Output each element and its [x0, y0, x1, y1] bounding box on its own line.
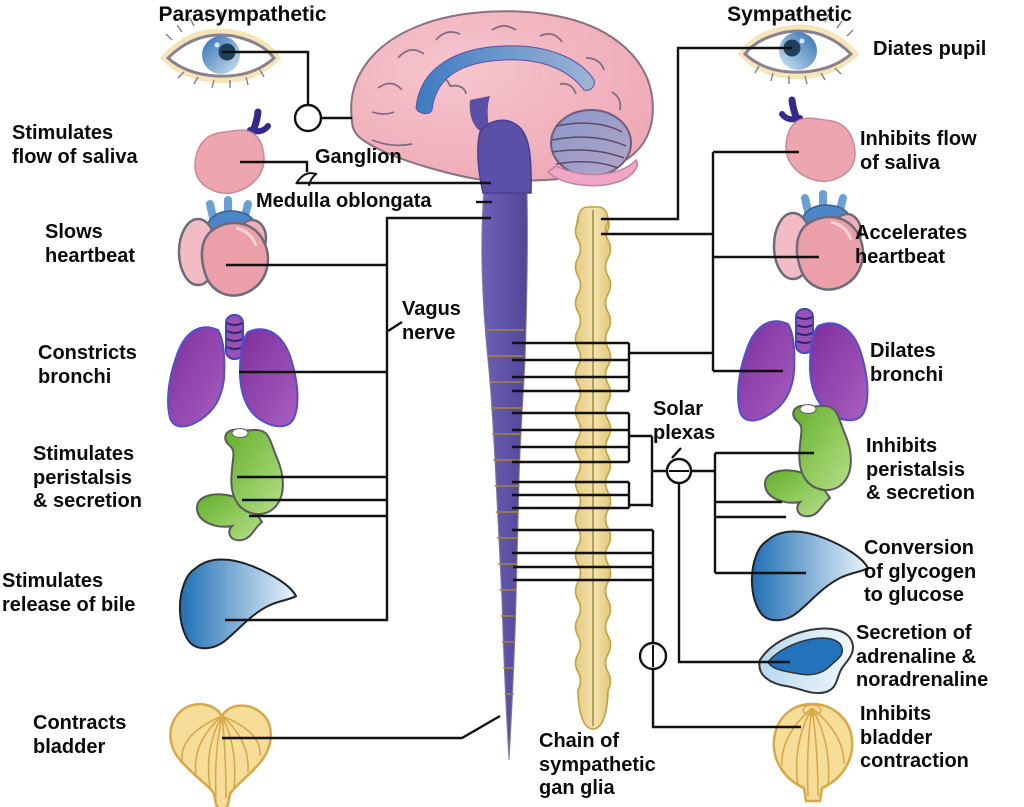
- medulla-oblongata-shape: [546, 158, 638, 187]
- label-inhibits-saliva: Inhibits flow of saliva: [860, 128, 977, 174]
- heart-left-icon: [177, 196, 270, 297]
- label-vagus-nerve: Vagus nerve: [402, 298, 461, 344]
- eye-left-icon: [160, 11, 281, 89]
- label-ganglion: Ganglion: [315, 146, 402, 168]
- label-glycogen-conversion: Conversion of glycogen to glucose: [864, 537, 977, 607]
- line-upper-right-trunk: [601, 150, 819, 373]
- stomach-left-icon: [195, 428, 284, 542]
- salivary-gland-right-icon: [782, 100, 855, 181]
- cerebellum-striations: [551, 122, 627, 169]
- label-constricts-bronchi: Constricts bronchi: [38, 342, 137, 388]
- line-vagus-trunk: [225, 216, 491, 622]
- line-bladder-left: [222, 714, 501, 740]
- lungs-right-icon: [737, 308, 869, 422]
- corpus-callosum: [415, 45, 595, 115]
- ganglion-fork-symbol: [295, 172, 319, 187]
- parasympathetic-title: Parasympathetic: [158, 3, 327, 26]
- label-accelerates-heartbeat: Accelerates heartbeat: [855, 222, 968, 268]
- liver-right-icon: [750, 530, 869, 622]
- salivary-gland-left-icon: [194, 108, 271, 195]
- label-inhibits-peristalsis: Inhibits peristalsis & secretion: [866, 435, 975, 505]
- label-solar-plexus: Solar plexas: [653, 398, 716, 444]
- ganglion-node-parasympathetic: [293, 103, 323, 133]
- label-dilates-pupil: Diates pupil: [873, 38, 987, 60]
- label-sympathetic-chain: Chain of sympathetic gan glia: [539, 730, 656, 800]
- lungs-left-icon: [167, 314, 299, 428]
- line-eye-right: [601, 46, 792, 221]
- line-eye-left: [222, 50, 310, 105]
- label-stimulates-saliva: Stimulates flow of saliva: [12, 122, 138, 168]
- label-slows-heartbeat: Slows heartbeat: [45, 221, 136, 267]
- line-stomach-left: [237, 475, 387, 518]
- line-stomach-liver-right: [691, 451, 814, 575]
- bladder-left-icon: [169, 703, 272, 807]
- label-inhibits-bladder: Inhibits bladder contraction: [860, 703, 969, 773]
- brain-icon: [350, 10, 654, 194]
- rungs-group-1: [512, 341, 713, 393]
- bladder-right-icon: [772, 702, 854, 803]
- ganglion-nodes: [293, 103, 693, 671]
- label-stimulates-peristalsis: Stimulates peristalsis & secretion: [33, 443, 142, 513]
- line-vagus-pointer: [387, 320, 403, 333]
- label-dilates-bronchi: Dilates bronchi: [870, 340, 944, 386]
- rungs-group-3: [512, 436, 667, 510]
- label-release-of-bile: Stimulates release of bile: [2, 570, 136, 616]
- label-contracts-bladder: Contracts bladder: [33, 712, 127, 758]
- label-adrenaline-secretion: Secretion of adrenaline & noradrenaline: [856, 622, 989, 692]
- sympathetic-title: Sympathetic: [727, 3, 852, 26]
- line-solar-pointer: [671, 447, 682, 459]
- spinal-cord: [481, 189, 528, 761]
- spinal-nerve-roots: [487, 329, 524, 695]
- stomach-right-icon: [763, 403, 852, 518]
- connector-lines: [222, 46, 819, 740]
- adrenal-gland-icon: [758, 627, 854, 695]
- eye-lashes: [165, 11, 265, 89]
- rungs-group-2: [512, 411, 652, 464]
- rungs-group-4-bladder: [512, 528, 801, 729]
- heart-right-icon: [774, 194, 863, 290]
- line-adrenal: [677, 483, 790, 664]
- liver-left-icon: [178, 558, 298, 650]
- label-medulla-oblongata: Medulla oblongata: [256, 190, 432, 212]
- line-saliva-left: [240, 160, 309, 172]
- brainstem: [477, 119, 532, 194]
- sympathetic-chain: [574, 206, 612, 730]
